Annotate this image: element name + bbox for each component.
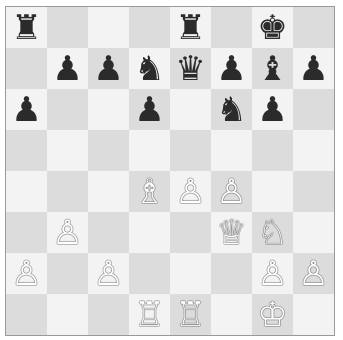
black-bishop-icon[interactable]: ♝ — [257, 52, 287, 86]
square-g4[interactable] — [252, 171, 293, 212]
white-pawn-icon[interactable]: ♙ — [257, 257, 287, 291]
white-rook-icon[interactable]: ♖ — [134, 298, 164, 332]
white-pawn-icon[interactable]: ♙ — [175, 175, 205, 209]
square-h7[interactable]: ♟ — [293, 48, 334, 89]
black-pawn-icon[interactable]: ♟ — [52, 52, 82, 86]
square-b8[interactable] — [47, 7, 88, 48]
white-knight-icon[interactable]: ♘ — [257, 216, 287, 250]
square-g3[interactable]: ♘ — [252, 212, 293, 253]
square-c2[interactable]: ♙ — [88, 253, 129, 294]
square-f1[interactable] — [211, 294, 252, 335]
square-h3[interactable] — [293, 212, 334, 253]
square-a3[interactable] — [6, 212, 47, 253]
square-g7[interactable]: ♝ — [252, 48, 293, 89]
square-d1[interactable]: ♖ — [129, 294, 170, 335]
square-d4[interactable]: ♗ — [129, 171, 170, 212]
square-d5[interactable] — [129, 130, 170, 171]
square-g8[interactable]: ♚ — [252, 7, 293, 48]
black-rook-icon[interactable]: ♜ — [175, 11, 205, 45]
square-c7[interactable]: ♟ — [88, 48, 129, 89]
black-king-icon[interactable]: ♚ — [257, 11, 287, 45]
square-f6[interactable]: ♞ — [211, 89, 252, 130]
square-g2[interactable]: ♙ — [252, 253, 293, 294]
square-d3[interactable] — [129, 212, 170, 253]
square-e7[interactable]: ♛ — [170, 48, 211, 89]
square-a2[interactable]: ♙ — [6, 253, 47, 294]
white-pawn-icon[interactable]: ♙ — [52, 216, 82, 250]
square-g5[interactable] — [252, 130, 293, 171]
black-queen-icon[interactable]: ♛ — [175, 52, 205, 86]
square-a6[interactable]: ♟ — [6, 89, 47, 130]
square-h1[interactable] — [293, 294, 334, 335]
square-f4[interactable]: ♙ — [211, 171, 252, 212]
square-f7[interactable]: ♟ — [211, 48, 252, 89]
square-a8[interactable]: ♜ — [6, 7, 47, 48]
white-pawn-icon[interactable]: ♙ — [93, 257, 123, 291]
square-d8[interactable] — [129, 7, 170, 48]
square-f5[interactable] — [211, 130, 252, 171]
white-bishop-icon[interactable]: ♗ — [134, 175, 164, 209]
black-knight-icon[interactable]: ♞ — [134, 52, 164, 86]
square-a5[interactable] — [6, 130, 47, 171]
square-f3[interactable]: ♕ — [211, 212, 252, 253]
square-c3[interactable] — [88, 212, 129, 253]
square-b4[interactable] — [47, 171, 88, 212]
black-pawn-icon[interactable]: ♟ — [216, 52, 246, 86]
square-c5[interactable] — [88, 130, 129, 171]
square-b6[interactable] — [47, 89, 88, 130]
square-h5[interactable] — [293, 130, 334, 171]
white-pawn-icon[interactable]: ♙ — [298, 257, 328, 291]
square-c8[interactable] — [88, 7, 129, 48]
chess-board: ♜ ♜ ♚ ♟ ♟ ♞ ♛ ♟ ♝ ♟ ♟ ♟ ♞ ♟ ♗ ♙ ♙ ♙ ♕ ♘ ♙ ♙ ♙ ♙ ♖ ♖ ♔ — [5, 6, 335, 336]
square-e8[interactable]: ♜ — [170, 7, 211, 48]
square-b5[interactable] — [47, 130, 88, 171]
square-e6[interactable] — [170, 89, 211, 130]
white-rook-icon[interactable]: ♖ — [175, 298, 205, 332]
white-pawn-icon[interactable]: ♙ — [11, 257, 41, 291]
square-e3[interactable] — [170, 212, 211, 253]
black-pawn-icon[interactable]: ♟ — [134, 93, 164, 127]
square-f2[interactable] — [211, 253, 252, 294]
square-h6[interactable] — [293, 89, 334, 130]
square-e4[interactable]: ♙ — [170, 171, 211, 212]
square-a7[interactable] — [6, 48, 47, 89]
square-a4[interactable] — [6, 171, 47, 212]
square-d7[interactable]: ♞ — [129, 48, 170, 89]
white-queen-icon[interactable]: ♕ — [216, 216, 246, 250]
black-pawn-icon[interactable]: ♟ — [93, 52, 123, 86]
square-g6[interactable]: ♟ — [252, 89, 293, 130]
square-d6[interactable]: ♟ — [129, 89, 170, 130]
square-h2[interactable]: ♙ — [293, 253, 334, 294]
square-b7[interactable]: ♟ — [47, 48, 88, 89]
black-pawn-icon[interactable]: ♟ — [257, 93, 287, 127]
square-c4[interactable] — [88, 171, 129, 212]
square-a1[interactable] — [6, 294, 47, 335]
square-c1[interactable] — [88, 294, 129, 335]
square-h8[interactable] — [293, 7, 334, 48]
square-d2[interactable] — [129, 253, 170, 294]
black-knight-icon[interactable]: ♞ — [216, 93, 246, 127]
black-pawn-icon[interactable]: ♟ — [11, 93, 41, 127]
square-b2[interactable] — [47, 253, 88, 294]
square-h4[interactable] — [293, 171, 334, 212]
black-rook-icon[interactable]: ♜ — [11, 11, 41, 45]
white-king-icon[interactable]: ♔ — [257, 298, 287, 332]
square-e2[interactable] — [170, 253, 211, 294]
square-c6[interactable] — [88, 89, 129, 130]
square-g1[interactable]: ♔ — [252, 294, 293, 335]
black-pawn-icon[interactable]: ♟ — [298, 52, 328, 86]
square-b1[interactable] — [47, 294, 88, 335]
square-b3[interactable]: ♙ — [47, 212, 88, 253]
square-f8[interactable] — [211, 7, 252, 48]
square-e1[interactable]: ♖ — [170, 294, 211, 335]
white-pawn-icon[interactable]: ♙ — [216, 175, 246, 209]
square-e5[interactable] — [170, 130, 211, 171]
